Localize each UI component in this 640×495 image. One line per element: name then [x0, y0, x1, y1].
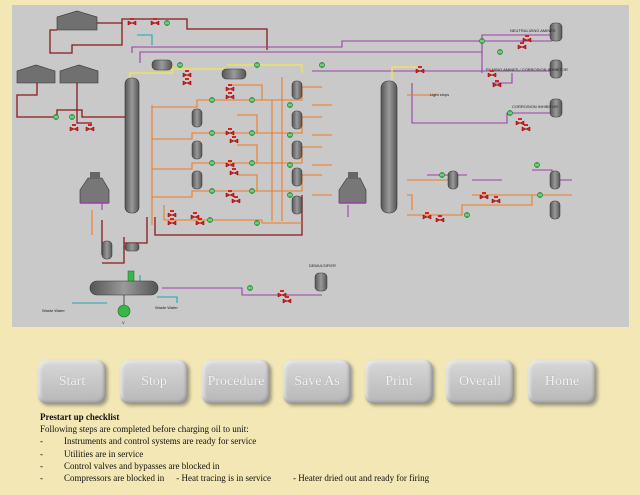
bullet: -: [40, 448, 43, 459]
checklist-item: Utilities are in service: [64, 448, 144, 459]
checklist-item-heater: - Heater dried out and ready for firing: [292, 473, 430, 484]
furnace-right: [338, 172, 367, 204]
neutralizing-amines-label: NEUTRALIZING AMINES: [510, 28, 556, 33]
furnace-left: [79, 172, 110, 204]
light-slops-label: Light slops: [430, 92, 449, 97]
list-item: - Compressors are blocked in - Heat trac…: [40, 472, 630, 484]
main-fractionator: [124, 77, 140, 214]
waste-water-right-label: Waste Water: [155, 305, 178, 310]
overhead-drum-2: [221, 68, 247, 80]
checklist-item: Compressors are blocked in: [64, 473, 165, 484]
chemical-lines: [101, 34, 572, 296]
checklist-item: Instruments and control systems are read…: [64, 436, 257, 447]
demulsifier-label: DEMULSIFIER: [309, 263, 336, 268]
prestart-checklist: Prestart up checklist Following steps ar…: [40, 411, 630, 484]
checklist-title: Prestart up checklist: [40, 412, 120, 422]
checklist-item: Control valves and bypasses are blocked …: [64, 460, 220, 471]
list-item: - Instruments and control systems are re…: [40, 435, 630, 447]
save-as-button[interactable]: Save As: [283, 360, 351, 404]
crude-lines: [16, 18, 303, 264]
chemical-tanks: [314, 22, 563, 292]
storage-tanks: [16, 10, 99, 84]
side-strippers: [101, 80, 561, 260]
bullet: -: [40, 460, 43, 471]
list-item: - Control valves and bypasses are blocke…: [40, 460, 630, 472]
home-button[interactable]: Home: [528, 360, 596, 404]
process-flow-diagram: V NEUTRALIZING AMINES FILMING AMINES / C…: [12, 5, 629, 327]
corrosion-inhibitor-label: CORROSION INHIBITOR: [512, 104, 558, 109]
checklist-intro: Following steps are completed before cha…: [40, 424, 249, 435]
procedure-button[interactable]: Procedure: [202, 360, 270, 404]
stop-button[interactable]: Stop: [120, 360, 188, 404]
waste-water-left-label: Waste Water: [42, 308, 65, 313]
checklist-item-heat-tracing: - Heat tracing is in service: [176, 473, 271, 484]
start-button[interactable]: Start: [38, 360, 106, 404]
filming-amines-label: FILMING AMINES / CORROSION INHIBITOR: [486, 67, 568, 72]
print-button[interactable]: Print: [365, 360, 433, 404]
bullet: -: [40, 473, 43, 484]
overhead-lines: [129, 64, 417, 85]
product-lines: [91, 77, 572, 235]
desalter-drum: V: [89, 270, 159, 325]
list-item: - Utilities are in service: [40, 448, 630, 460]
overhead-drum-1: [151, 59, 173, 71]
bullet: -: [40, 436, 43, 447]
overall-button[interactable]: Overall: [446, 360, 514, 404]
process-diagram-svg: V NEUTRALIZING AMINES FILMING AMINES / C…: [16, 10, 572, 325]
valve-v-label: V: [122, 320, 125, 325]
stabilizer-column: [380, 80, 398, 214]
